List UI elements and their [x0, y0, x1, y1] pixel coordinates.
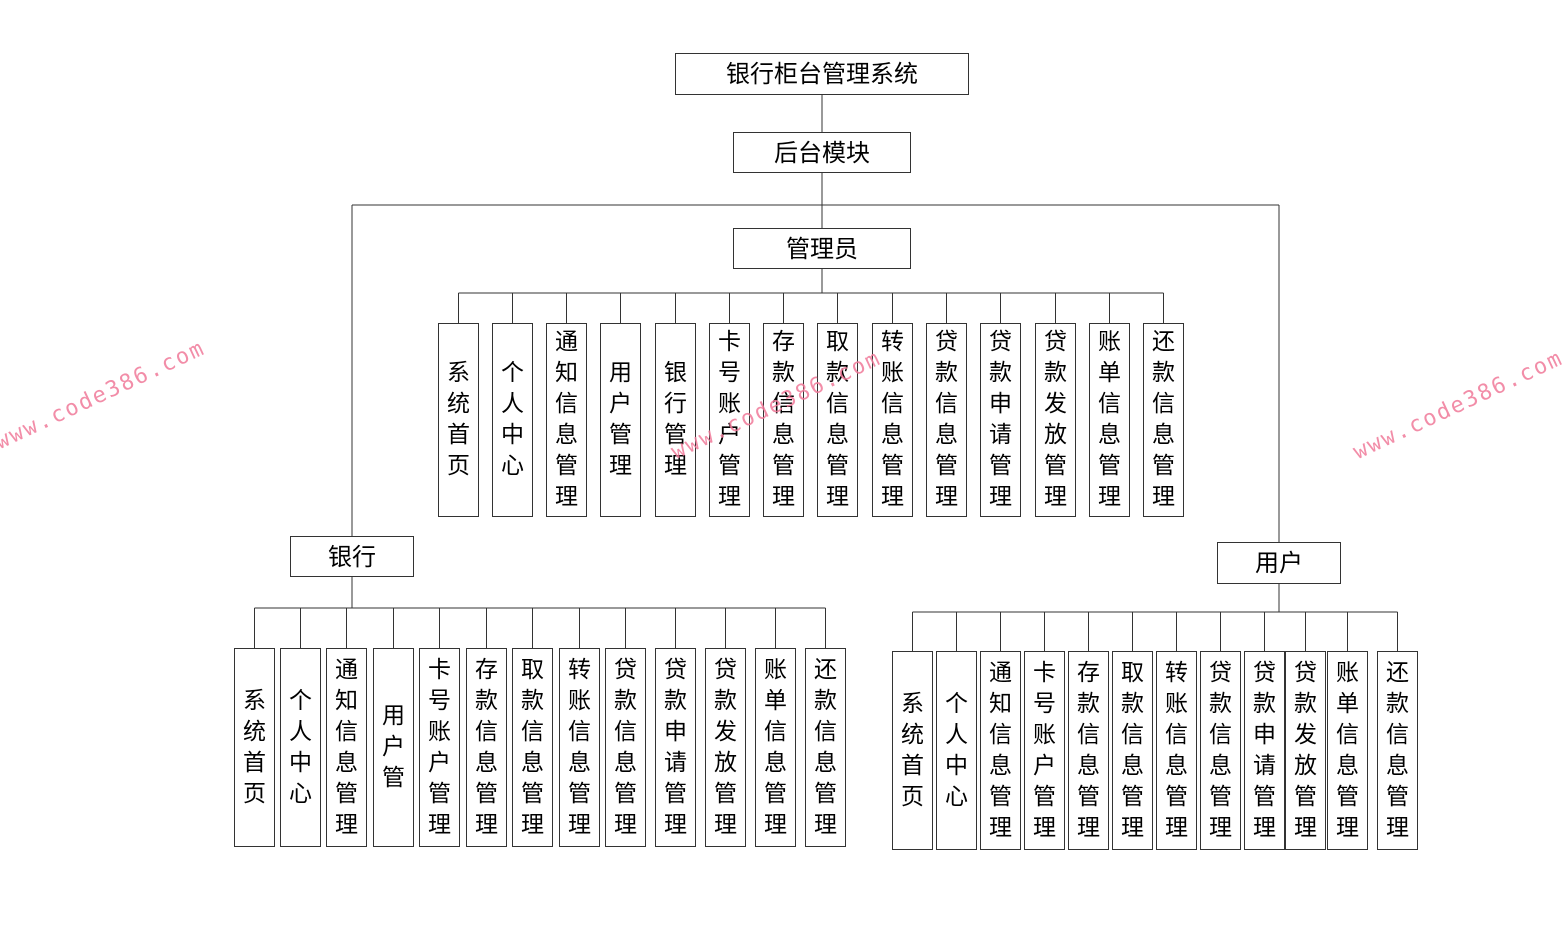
bank-leaf-label: 转账信息管理	[568, 656, 591, 838]
admin-leaf-node: 账单信息管理	[1089, 323, 1130, 517]
admin-leaf-node: 卡号账户管理	[709, 323, 750, 517]
user-leaf-label: 系统首页	[901, 690, 924, 810]
user-leaf-node: 还款信息管理	[1377, 651, 1418, 850]
bank-leaf-node: 账单信息管理	[755, 648, 796, 847]
user-leaf-node: 卡号账户管理	[1024, 651, 1065, 850]
bank-leaf-label: 存款信息管理	[475, 656, 498, 838]
bank-leaf-node: 通知信息管理	[326, 648, 367, 847]
bank-leaf-node: 取款信息管理	[512, 648, 553, 847]
bank-leaf-label: 取款信息管理	[521, 656, 544, 838]
admin-leaf-node: 用户管理	[600, 323, 641, 517]
user-leaf-label: 卡号账户管理	[1033, 659, 1056, 841]
bank-leaf-label: 贷款信息管理	[614, 656, 637, 838]
admin-leaf-node: 取款信息管理	[817, 323, 858, 517]
admin-leaf-label: 账单信息管理	[1098, 329, 1121, 510]
user-leaf-label: 存款信息管理	[1077, 659, 1100, 841]
user-leaf-label: 转账信息管理	[1165, 659, 1188, 841]
bank-leaf-node: 存款信息管理	[466, 648, 507, 847]
user-leaf-node: 转账信息管理	[1156, 651, 1197, 850]
user-leaf-node: 通知信息管理	[980, 651, 1021, 850]
bank-leaf-label: 账单信息管理	[764, 656, 787, 838]
user-leaf-label: 个人中心	[945, 690, 968, 810]
admin-leaf-label: 贷款申请管理	[989, 329, 1012, 510]
admin-leaf-label: 转账信息管理	[881, 329, 904, 510]
admin-leaf-label: 取款信息管理	[826, 329, 849, 510]
admin-leaf-label: 贷款信息管理	[935, 329, 958, 510]
bank-leaf-node: 还款信息管理	[805, 648, 846, 847]
user-leaf-node: 贷款申请管理	[1244, 651, 1285, 850]
bank-leaf-label: 还款信息管理	[814, 656, 837, 838]
user-leaf-label: 账单信息管理	[1336, 659, 1359, 841]
admin-leaf-node: 系统首页	[438, 323, 479, 517]
admin-leaf-label: 通知信息管理	[555, 329, 578, 510]
bank-leaf-node: 贷款申请管理	[655, 648, 696, 847]
admin-leaf-node: 银行管理	[655, 323, 696, 517]
user-leaf-label: 还款信息管理	[1386, 659, 1409, 841]
bank-leaf-node: 用户管	[373, 648, 414, 847]
admin-leaf-node: 个人中心	[492, 323, 533, 517]
user-leaf-node: 账单信息管理	[1327, 651, 1368, 850]
admin-leaf-node: 贷款申请管理	[980, 323, 1021, 517]
admin-leaf-label: 个人中心	[501, 360, 524, 479]
admin-leaf-label: 存款信息管理	[772, 329, 795, 510]
admin-leaf-label: 银行管理	[664, 360, 687, 479]
bank-leaf-node: 贷款信息管理	[605, 648, 646, 847]
bank-leaf-label: 卡号账户管理	[428, 656, 451, 838]
admin-leaf-node: 存款信息管理	[763, 323, 804, 517]
user-leaf-node: 系统首页	[892, 651, 933, 850]
user-leaf-label: 取款信息管理	[1121, 659, 1144, 841]
user-leaf-node: 存款信息管理	[1068, 651, 1109, 850]
bank-leaf-label: 系统首页	[243, 687, 266, 807]
user-leaf-label: 贷款信息管理	[1209, 659, 1232, 841]
admin-leaf-label: 系统首页	[447, 360, 470, 479]
admin-node: 管理员	[733, 228, 911, 269]
bank-leaf-node: 贷款发放管理	[705, 648, 746, 847]
admin-leaf-label: 用户管理	[609, 360, 632, 479]
user-leaf-node: 取款信息管理	[1112, 651, 1153, 850]
bank-leaf-label: 通知信息管理	[335, 656, 358, 838]
user-leaf-node: 贷款发放管理	[1285, 651, 1326, 850]
user-leaf-node: 个人中心	[936, 651, 977, 850]
bank-node: 银行	[290, 536, 414, 577]
admin-leaf-node: 还款信息管理	[1143, 323, 1184, 517]
bank-leaf-label: 用户管	[382, 703, 405, 791]
bank-leaf-node: 系统首页	[234, 648, 275, 847]
bank-leaf-node: 转账信息管理	[559, 648, 600, 847]
user-node: 用户	[1217, 542, 1341, 584]
user-leaf-label: 贷款申请管理	[1253, 659, 1276, 841]
admin-leaf-node: 贷款发放管理	[1035, 323, 1076, 517]
bank-leaf-label: 贷款申请管理	[664, 656, 687, 838]
user-leaf-node: 贷款信息管理	[1200, 651, 1241, 850]
bank-leaf-node: 卡号账户管理	[419, 648, 460, 847]
bank-leaf-label: 贷款发放管理	[714, 656, 737, 838]
admin-leaf-node: 转账信息管理	[872, 323, 913, 517]
root-node: 银行柜台管理系统	[675, 53, 969, 95]
bank-leaf-node: 个人中心	[280, 648, 321, 847]
bank-leaf-label: 个人中心	[289, 687, 312, 807]
admin-leaf-label: 贷款发放管理	[1044, 329, 1067, 510]
admin-leaf-label: 还款信息管理	[1152, 329, 1175, 510]
backend-module-node: 后台模块	[733, 132, 911, 173]
admin-leaf-node: 通知信息管理	[546, 323, 587, 517]
admin-leaf-label: 卡号账户管理	[718, 329, 741, 510]
user-leaf-label: 贷款发放管理	[1294, 659, 1317, 841]
user-leaf-label: 通知信息管理	[989, 659, 1012, 841]
admin-leaf-node: 贷款信息管理	[926, 323, 967, 517]
